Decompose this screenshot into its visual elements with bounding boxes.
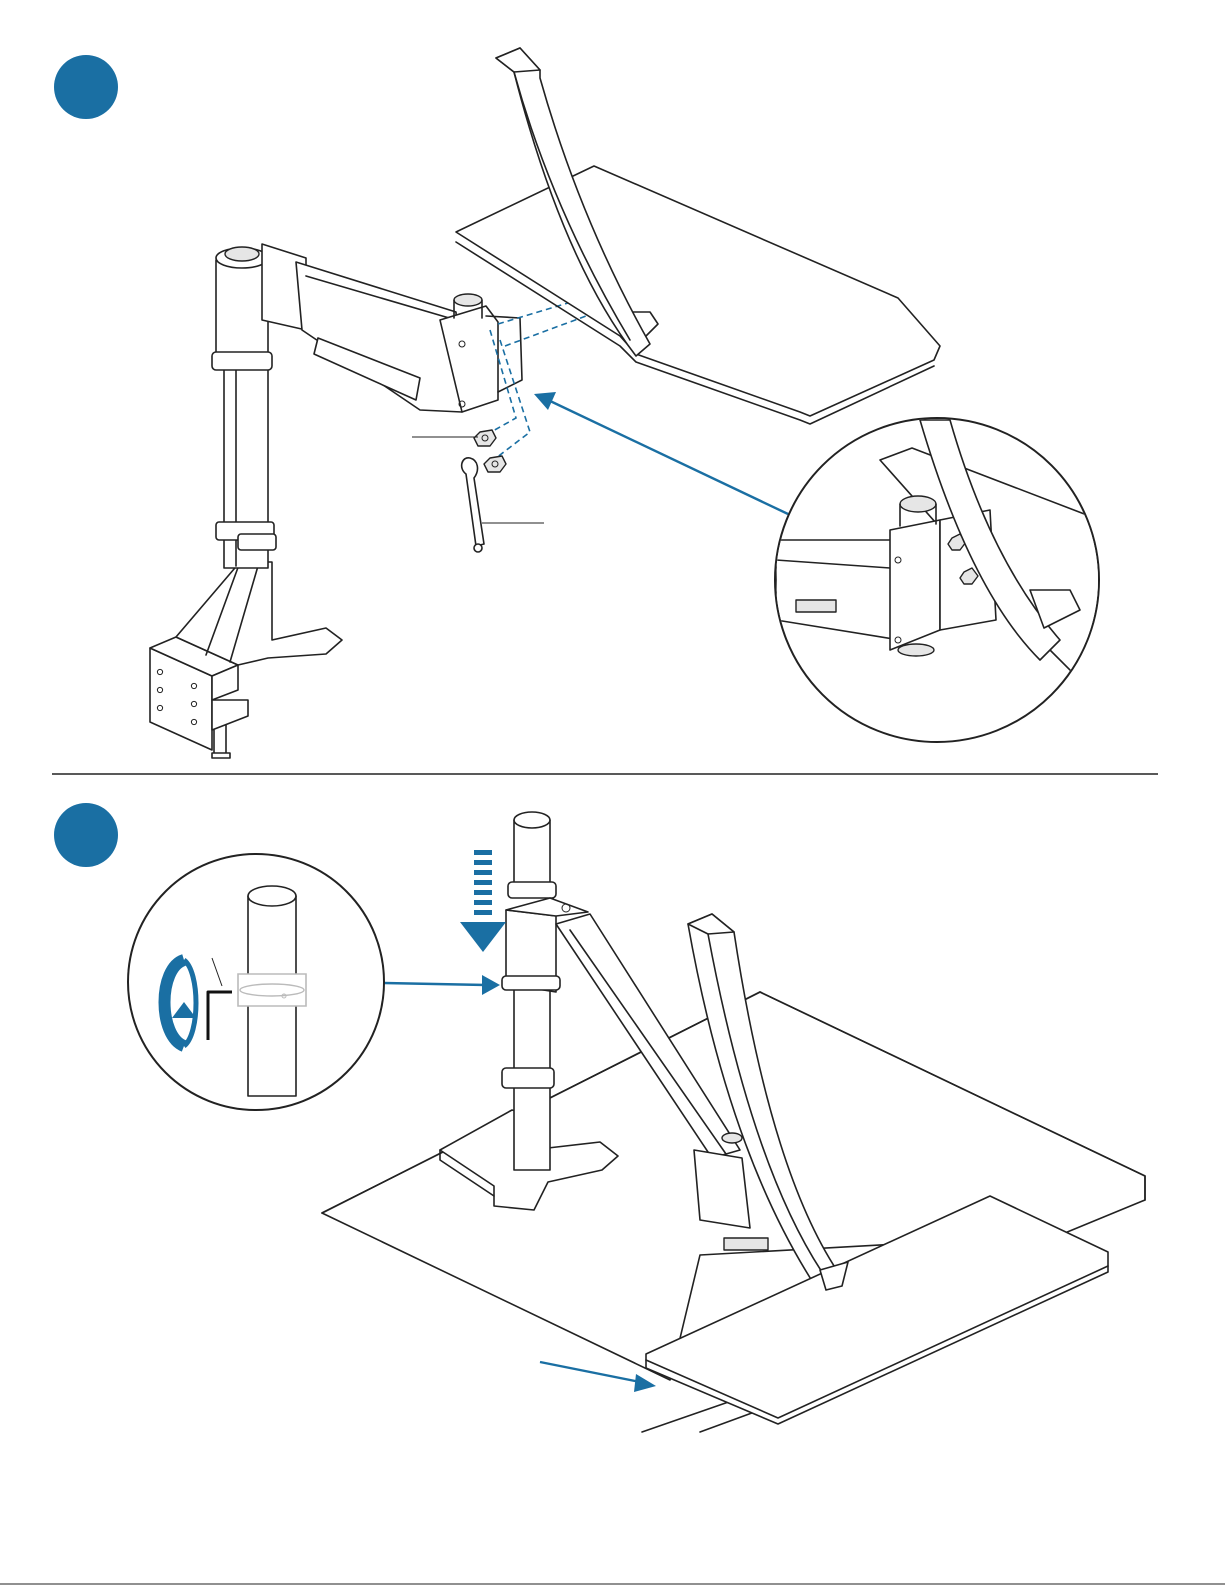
wrench: [462, 458, 484, 552]
callout-arrow-tray: [540, 1362, 656, 1392]
downward-arrow: [460, 850, 506, 952]
detail-magnifier-2: [128, 854, 384, 1110]
callout-arrow-1: [534, 392, 788, 514]
step-1-panel: [54, 48, 1100, 758]
step-1-badge: [54, 55, 118, 119]
step-2-badge: [54, 803, 118, 867]
nut-2: [484, 456, 506, 472]
pole: [216, 368, 276, 568]
detail-magnifier-1: [775, 418, 1100, 742]
nut-1: [474, 430, 496, 446]
hardware: [462, 430, 506, 552]
arm-head: [212, 244, 306, 370]
alignment-guides: [484, 300, 586, 458]
keyboard-tray: [456, 166, 940, 424]
step-2-panel: [54, 803, 1145, 1432]
horizontal-arm: [296, 262, 498, 412]
callout-arrow-2: [384, 975, 500, 995]
